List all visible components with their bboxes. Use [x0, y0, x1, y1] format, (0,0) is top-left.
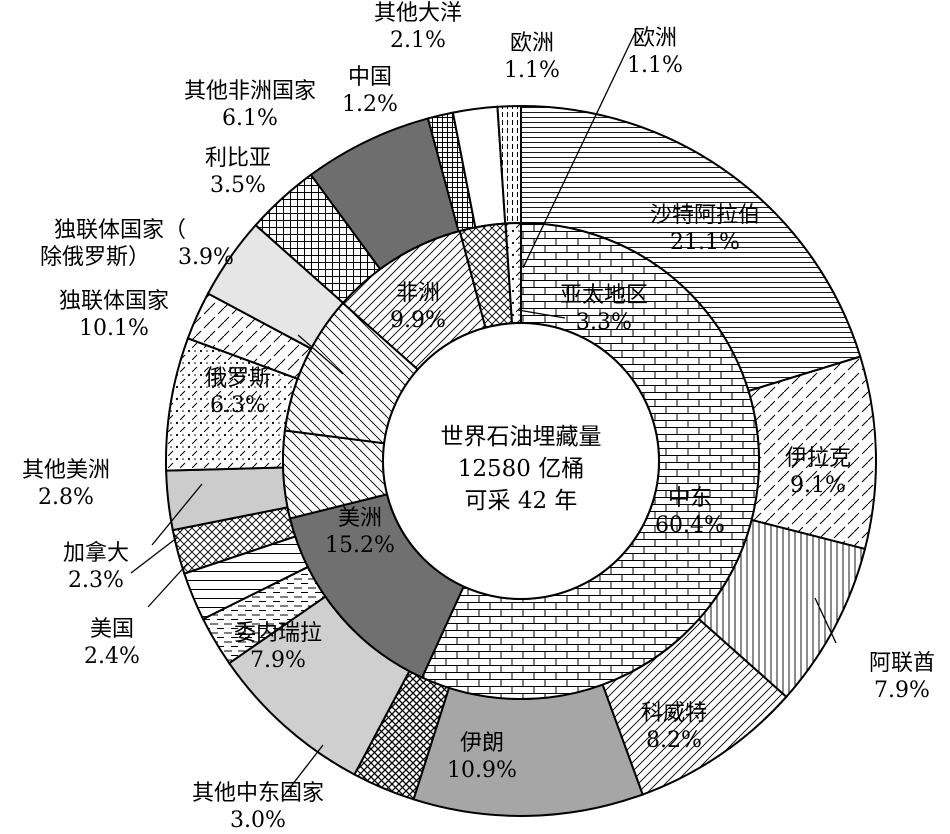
label-name-7: 阿联酋	[869, 651, 935, 676]
leader-line-0	[522, 32, 636, 269]
label-value-6: 9.1%	[790, 473, 846, 498]
label-name-16: 利比亚	[205, 146, 271, 171]
label-name-17: 其他非洲国家	[184, 79, 316, 104]
label-name-18: 中国	[348, 65, 392, 90]
center-title: 世界石油埋藏量	[441, 424, 602, 450]
label-name-8: 科威特	[641, 701, 707, 726]
label-name-15: 独联体国家	[59, 289, 169, 314]
label-value-7: 7.9%	[874, 678, 930, 703]
label-value-3: 9.9%	[390, 308, 446, 333]
inner-ring	[282, 221, 760, 700]
label-value-12: 2.4%	[84, 644, 140, 669]
label-value-13: 2.3%	[68, 568, 124, 593]
label-name-3: 非洲	[396, 281, 440, 306]
label-value-17: 6.1%	[222, 106, 278, 131]
leader-line-2	[130, 536, 179, 574]
leader-line-4	[281, 744, 324, 799]
leader-line-3	[147, 562, 189, 608]
label-name-0: 中东	[668, 486, 712, 511]
label-name-11: 委内瑞拉	[234, 621, 322, 646]
label-name-19: 其他大洋	[374, 1, 462, 26]
label-value-14: 2.8%	[38, 485, 94, 510]
leader-lines	[130, 32, 837, 799]
label-value-16: 3.5%	[210, 173, 266, 198]
label-name-10: 其他中东国家	[192, 781, 324, 806]
label-name-12: 美国	[90, 617, 134, 642]
leader-line-7	[517, 309, 566, 319]
label-cis-ex-russia-name: 独联体国家（除俄罗斯）	[40, 218, 186, 270]
label-value-8: 8.2%	[646, 728, 702, 753]
label-name-13: 加拿大	[63, 540, 129, 566]
label-name-20: 欧洲	[510, 31, 554, 56]
label-value-1: 15.2%	[325, 533, 395, 558]
label-cis-ex-russia-value: 3.9%	[178, 245, 234, 270]
label-value-20: 1.1%	[504, 58, 560, 83]
outer-slice-4	[412, 683, 644, 818]
label-value-18: 1.2%	[342, 92, 398, 117]
label-name-9: 伊朗	[460, 731, 504, 756]
label-value-9: 10.9%	[447, 758, 517, 783]
label-value-5: 21.1%	[670, 230, 740, 255]
label-name-21: 欧洲	[633, 26, 677, 51]
label-value-2: 6.3%	[210, 393, 266, 418]
outer-ring	[165, 104, 877, 818]
center-years: 可采 42 年	[465, 488, 578, 514]
label-name-6: 伊拉克	[785, 446, 851, 471]
leader-line-1	[151, 483, 203, 546]
leader-line-5	[814, 597, 837, 644]
center-hole	[382, 322, 660, 600]
label-value-0: 60.4%	[655, 513, 725, 538]
label-name-2: 俄罗斯	[205, 366, 271, 391]
label-value-10: 3.0%	[230, 808, 286, 833]
label-name-1: 美洲	[338, 506, 382, 531]
label-value-19: 2.1%	[390, 28, 446, 53]
label-value-15: 10.1%	[79, 316, 149, 341]
label-name-4: 亚太地区	[560, 283, 648, 308]
label-name-5: 沙特阿拉伯	[650, 203, 760, 228]
label-name-14: 其他美洲	[22, 458, 110, 483]
center-reserves: 12580 亿桶	[458, 456, 584, 482]
label-value-11: 7.9%	[250, 648, 306, 673]
leader-line-6	[297, 334, 344, 375]
label-value-21: 1.1%	[627, 53, 683, 78]
label-value-4: 3.3%	[576, 310, 632, 335]
